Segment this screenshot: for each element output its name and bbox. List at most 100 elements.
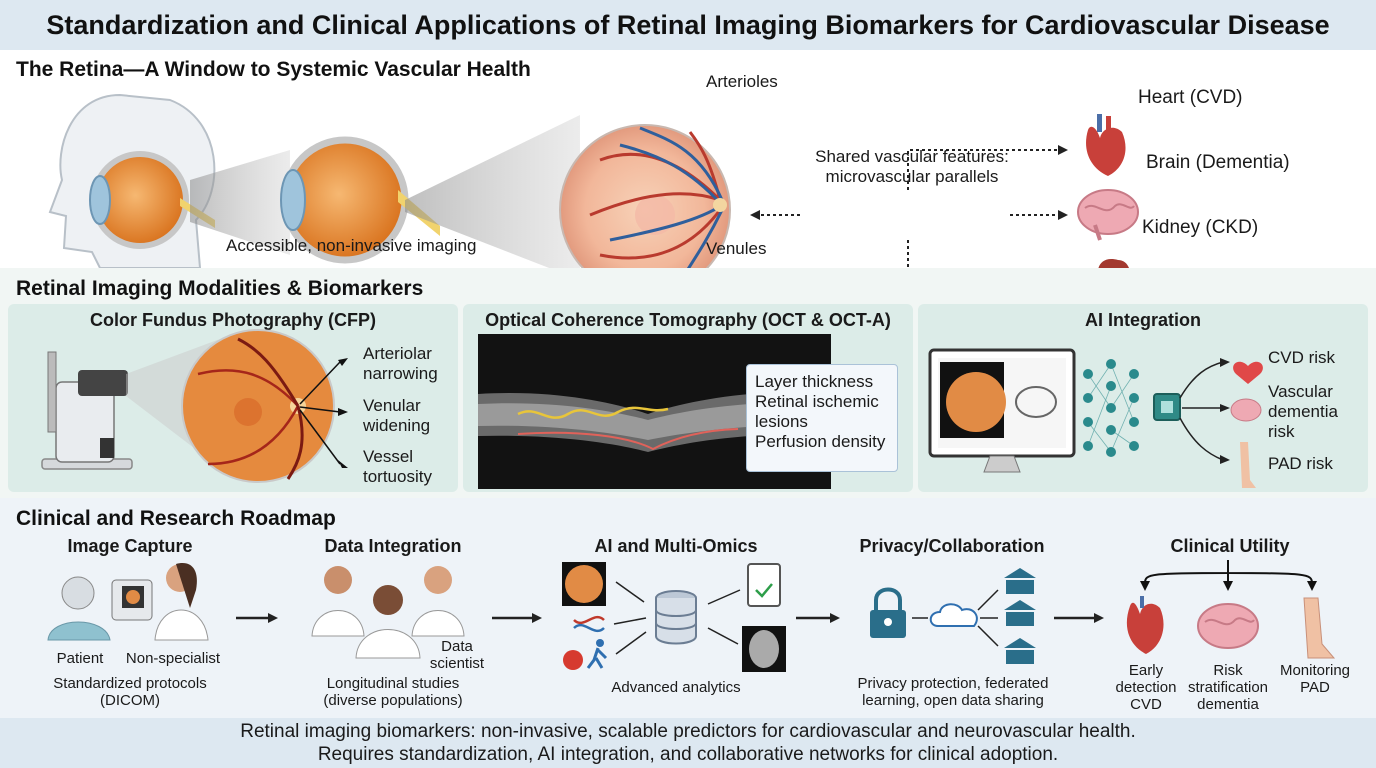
imaging-caption: Accessible, non-invasive imaging [226,236,477,255]
step-title-utility: Clinical Utility [1170,536,1290,556]
clipboard-icon [747,563,781,607]
fundus-camera-icon [41,351,133,470]
caption-line: (DICOM) [100,692,160,709]
label-line: CVD [1130,696,1162,713]
shared-line-2: microvascular parallels [825,167,999,186]
retina-fundus-icon [559,124,731,268]
ai-output-cvd: CVD risk [1268,348,1336,367]
label-line: Vascular [1268,382,1333,401]
oct-panel: Optical Coherence Tomography (OCT & OCT-… [463,304,913,492]
privacy-caption: Privacy protection, federated learning, … [838,675,1068,709]
label-line: PAD [1300,679,1330,696]
patient-label: Patient [56,650,104,667]
cfp-label-arteriolar: Arteriolar narrowing [363,344,438,384]
cfp-title: Color Fundus Photography (CFP) [90,310,376,330]
doctor-icon [355,585,421,659]
chip-icon [1153,393,1181,421]
shared-line-1: Shared vascular features: [815,147,1009,166]
brain-icon [1077,189,1139,241]
cloud-network-icon [929,603,978,627]
utility-dementia: Risk stratification dementia [1180,662,1276,713]
lock-icon [870,587,906,638]
imaging-modalities-section: Retinal Imaging Modalities & Biomarkers … [0,268,1376,498]
step-title-integration: Data Integration [324,536,462,556]
monitor-icon [928,348,1076,473]
integration-caption: Longitudinal studies (diverse population… [288,675,498,709]
oct-feature: Perfusion density [755,432,886,451]
section-heading: Retinal Imaging Modalities & Biomarkers [16,277,424,300]
label-line: detection [1115,679,1177,696]
step-title-capture: Image Capture [67,536,193,556]
capture-caption: Standardized protocols (DICOM) [20,675,240,709]
organ-label-heart: Heart (CVD) [1138,87,1243,108]
oct-features-box: Layer thickness Retinal ischemic lesions… [746,364,898,472]
heart-icon [1086,114,1126,176]
footer-line-1: Retinal imaging biomarkers: non-invasive… [240,721,1136,742]
page-title: Standardization and Clinical Application… [46,9,1330,40]
label-line: widening [363,416,431,435]
ai-panel: AI Integration [918,304,1368,492]
shared-features-label: Shared vascular features: microvascular … [804,147,1020,187]
step-title-privacy: Privacy/Collaboration [859,536,1045,556]
label-line: narrowing [363,364,438,383]
heart-icon [1126,596,1164,654]
organ-label-brain: Brain (Dementia) [1146,152,1290,173]
ai-output-pad: PAD risk [1268,454,1333,473]
footer-line-2: Requires standardization, AI integration… [317,744,1059,765]
ai-title: AI Integration [1085,310,1201,330]
apple-icon [563,650,583,670]
leg-icon [1240,442,1256,488]
cfp-label-venular: Venular widening [363,396,430,436]
light-beam [190,150,290,255]
caption-line: (diverse populations) [323,692,463,709]
organ-label-kidney: Kidney (CKD) [1142,217,1259,238]
ai-pipeline-illustration [928,348,1263,488]
oct-title: Optical Coherence Tomography (OCT & OCT-… [485,310,891,330]
retina-window-illustration [48,93,1139,268]
retina-thumbnail-icon [562,562,606,606]
oct-feature: Layer thickness [755,372,874,391]
roadmap-section: Clinical and Research Roadmap Image Capt… [0,498,1376,718]
caption-line: Privacy protection, federated [857,675,1049,692]
label-line: dementia [1197,696,1259,713]
dna-icon [573,615,605,633]
institution-icon [1004,568,1036,664]
cfp-label-tortuosity: Vessel tortuosity [363,447,432,487]
section-heading: The Retina—A Window to Systemic Vascular… [16,58,531,81]
label-line: Vessel [363,447,414,466]
arterioles-label: Arterioles [706,72,778,91]
caption-line: Longitudinal studies [326,675,460,692]
label-line: stratification [1187,679,1269,696]
retina-window-section: The Retina—A Window to Systemic Vascular… [0,50,1376,268]
label-line: Venular [363,396,421,415]
fundus-camera-icon [111,579,153,621]
cfp-panel: Color Fundus Photography (CFP) [8,304,458,492]
runner-icon [586,639,608,669]
data-scientist-label: Data scientist [420,638,494,672]
label-line: Data [441,638,473,655]
summary-footer: Retinal imaging biomarkers: non-invasive… [0,718,1376,768]
label-line: Risk [1213,662,1243,679]
label-line: risk [1268,422,1295,441]
step-title-omics: AI and Multi-Omics [594,536,758,556]
brain-icon [1230,398,1262,422]
label-line: Early [1128,662,1164,679]
data-scientist-icon [411,566,465,637]
nonspecialist-label: Non-specialist [125,650,221,667]
fundus-photo-icon [181,329,335,483]
brain-scan-icon [742,626,786,672]
label-line: scientist [429,655,485,672]
utility-pad: Monitoring PAD [1272,662,1358,696]
title-bar: Standardization and Clinical Application… [0,0,1376,50]
oct-feature: lesions [755,412,808,431]
patient-icon [47,576,111,641]
heart-icon [1233,361,1263,384]
eyeball-cross-section-icon [280,136,440,264]
venules-label: Venules [706,239,767,258]
ai-output-dementia: Vascular dementia risk [1268,382,1338,442]
label-line: dementia [1268,402,1338,421]
database-icon [655,590,697,645]
oct-feature: Retinal ischemic [755,392,879,411]
label-line: tortuosity [363,467,432,486]
kidney-icon [1098,259,1129,268]
